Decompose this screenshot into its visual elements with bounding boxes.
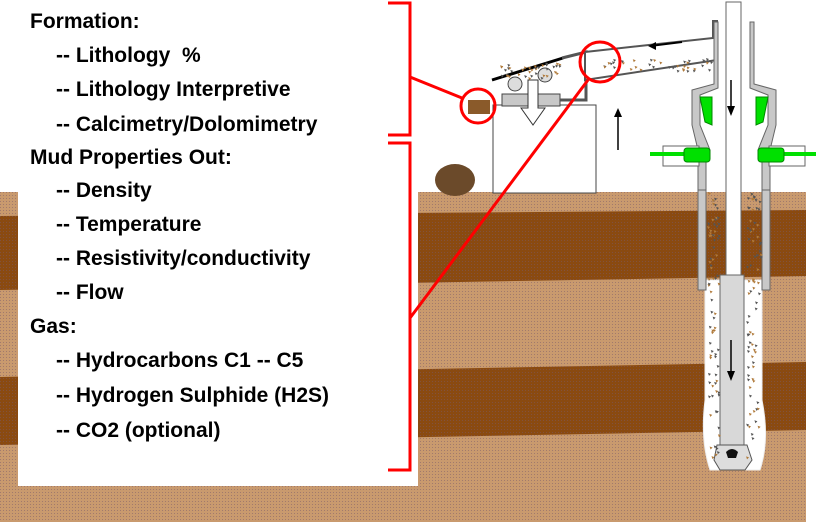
heading-formation: Formation: bbox=[30, 10, 140, 33]
up-arrow-icon bbox=[614, 108, 622, 117]
down-flow-arrow-icon bbox=[727, 371, 735, 381]
annular-preventer-left bbox=[699, 96, 713, 126]
cuttings-sample bbox=[468, 100, 490, 114]
list-item: -- Calcimetry/Dolomimetry bbox=[56, 113, 318, 136]
down-arrow-icon bbox=[520, 79, 546, 126]
callouts bbox=[388, 1, 622, 472]
wellbore bbox=[650, 1, 816, 471]
heading-gas: Gas: bbox=[30, 315, 77, 338]
list-item: -- Hydrocarbons C1 -- C5 bbox=[56, 349, 304, 372]
flow-line bbox=[584, 20, 718, 150]
heading-mud-properties: Mud Properties Out: bbox=[30, 146, 232, 169]
list-item: -- Lithology % bbox=[56, 44, 201, 67]
bracket-formation bbox=[388, 1, 412, 137]
ram-right bbox=[757, 147, 785, 163]
callout-circle-flowline bbox=[578, 40, 622, 84]
ram-left bbox=[683, 147, 711, 163]
annular-preventer-right bbox=[755, 96, 769, 126]
text-panel bbox=[18, 0, 418, 486]
list-item: -- Resistivity/conductivity bbox=[56, 247, 311, 270]
callout-circle-sample bbox=[459, 87, 497, 125]
list-item: -- Density bbox=[56, 179, 152, 202]
flow-arrow-icon bbox=[648, 42, 656, 50]
shale-shaker bbox=[435, 50, 597, 196]
cuttings-particles bbox=[500, 58, 763, 460]
list-item: -- Hydrogen Sulphide (H2S) bbox=[56, 384, 329, 407]
list-item: -- Temperature bbox=[56, 213, 201, 236]
down-flow-arrow-icon bbox=[727, 106, 735, 116]
list-item: -- Lithology Interpretive bbox=[56, 78, 291, 101]
cuttings-pile bbox=[435, 164, 475, 196]
bracket-mud-gas bbox=[388, 141, 412, 472]
list-item: -- Flow bbox=[56, 281, 124, 304]
drill-pipe bbox=[719, 274, 745, 446]
parameter-list: Formation: -- Lithology % -- Lithology I… bbox=[30, 10, 329, 442]
list-item: -- CO2 (optional) bbox=[56, 419, 220, 442]
